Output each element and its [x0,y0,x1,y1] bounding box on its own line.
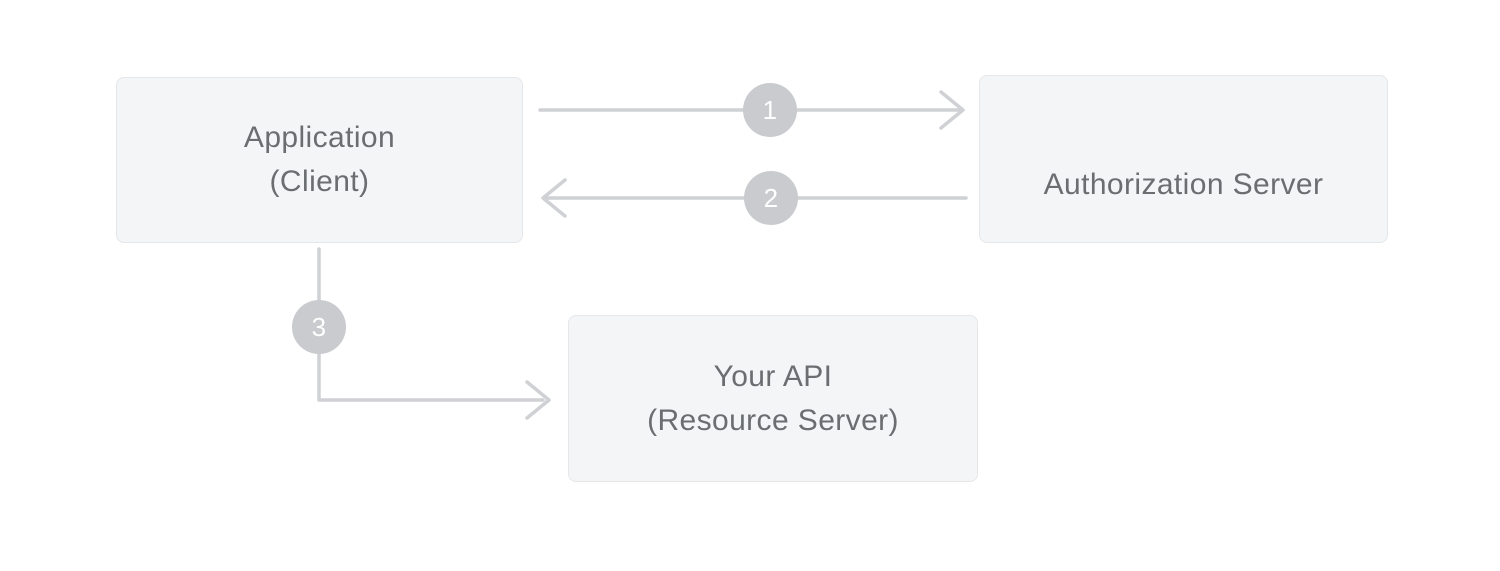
node-authorization-server: Authorization Server [979,75,1388,243]
node-your-api-line1: Your API [713,359,833,393]
node-your-api-label: Your API (Resource Server) [647,355,899,443]
step-badge-3: 3 [292,300,346,354]
node-application-line2: (Client) [269,165,370,198]
arrowhead-right-icon [525,380,551,420]
arrowhead-right-icon [939,90,965,130]
node-application-label: Application (Client) [244,116,395,204]
step-badge-1: 1 [743,83,797,137]
arrowhead-left-icon [541,178,567,218]
node-application-line1: Application [243,121,396,154]
node-authorization-server-label: Authorization Server [1043,168,1324,201]
node-application: Application (Client) [116,77,523,243]
node-your-api: Your API (Resource Server) [568,315,978,482]
node-your-api-line2: (Resource Server) [647,403,899,437]
arrow-3-elbow [317,247,551,420]
step-badge-2: 2 [744,171,798,225]
